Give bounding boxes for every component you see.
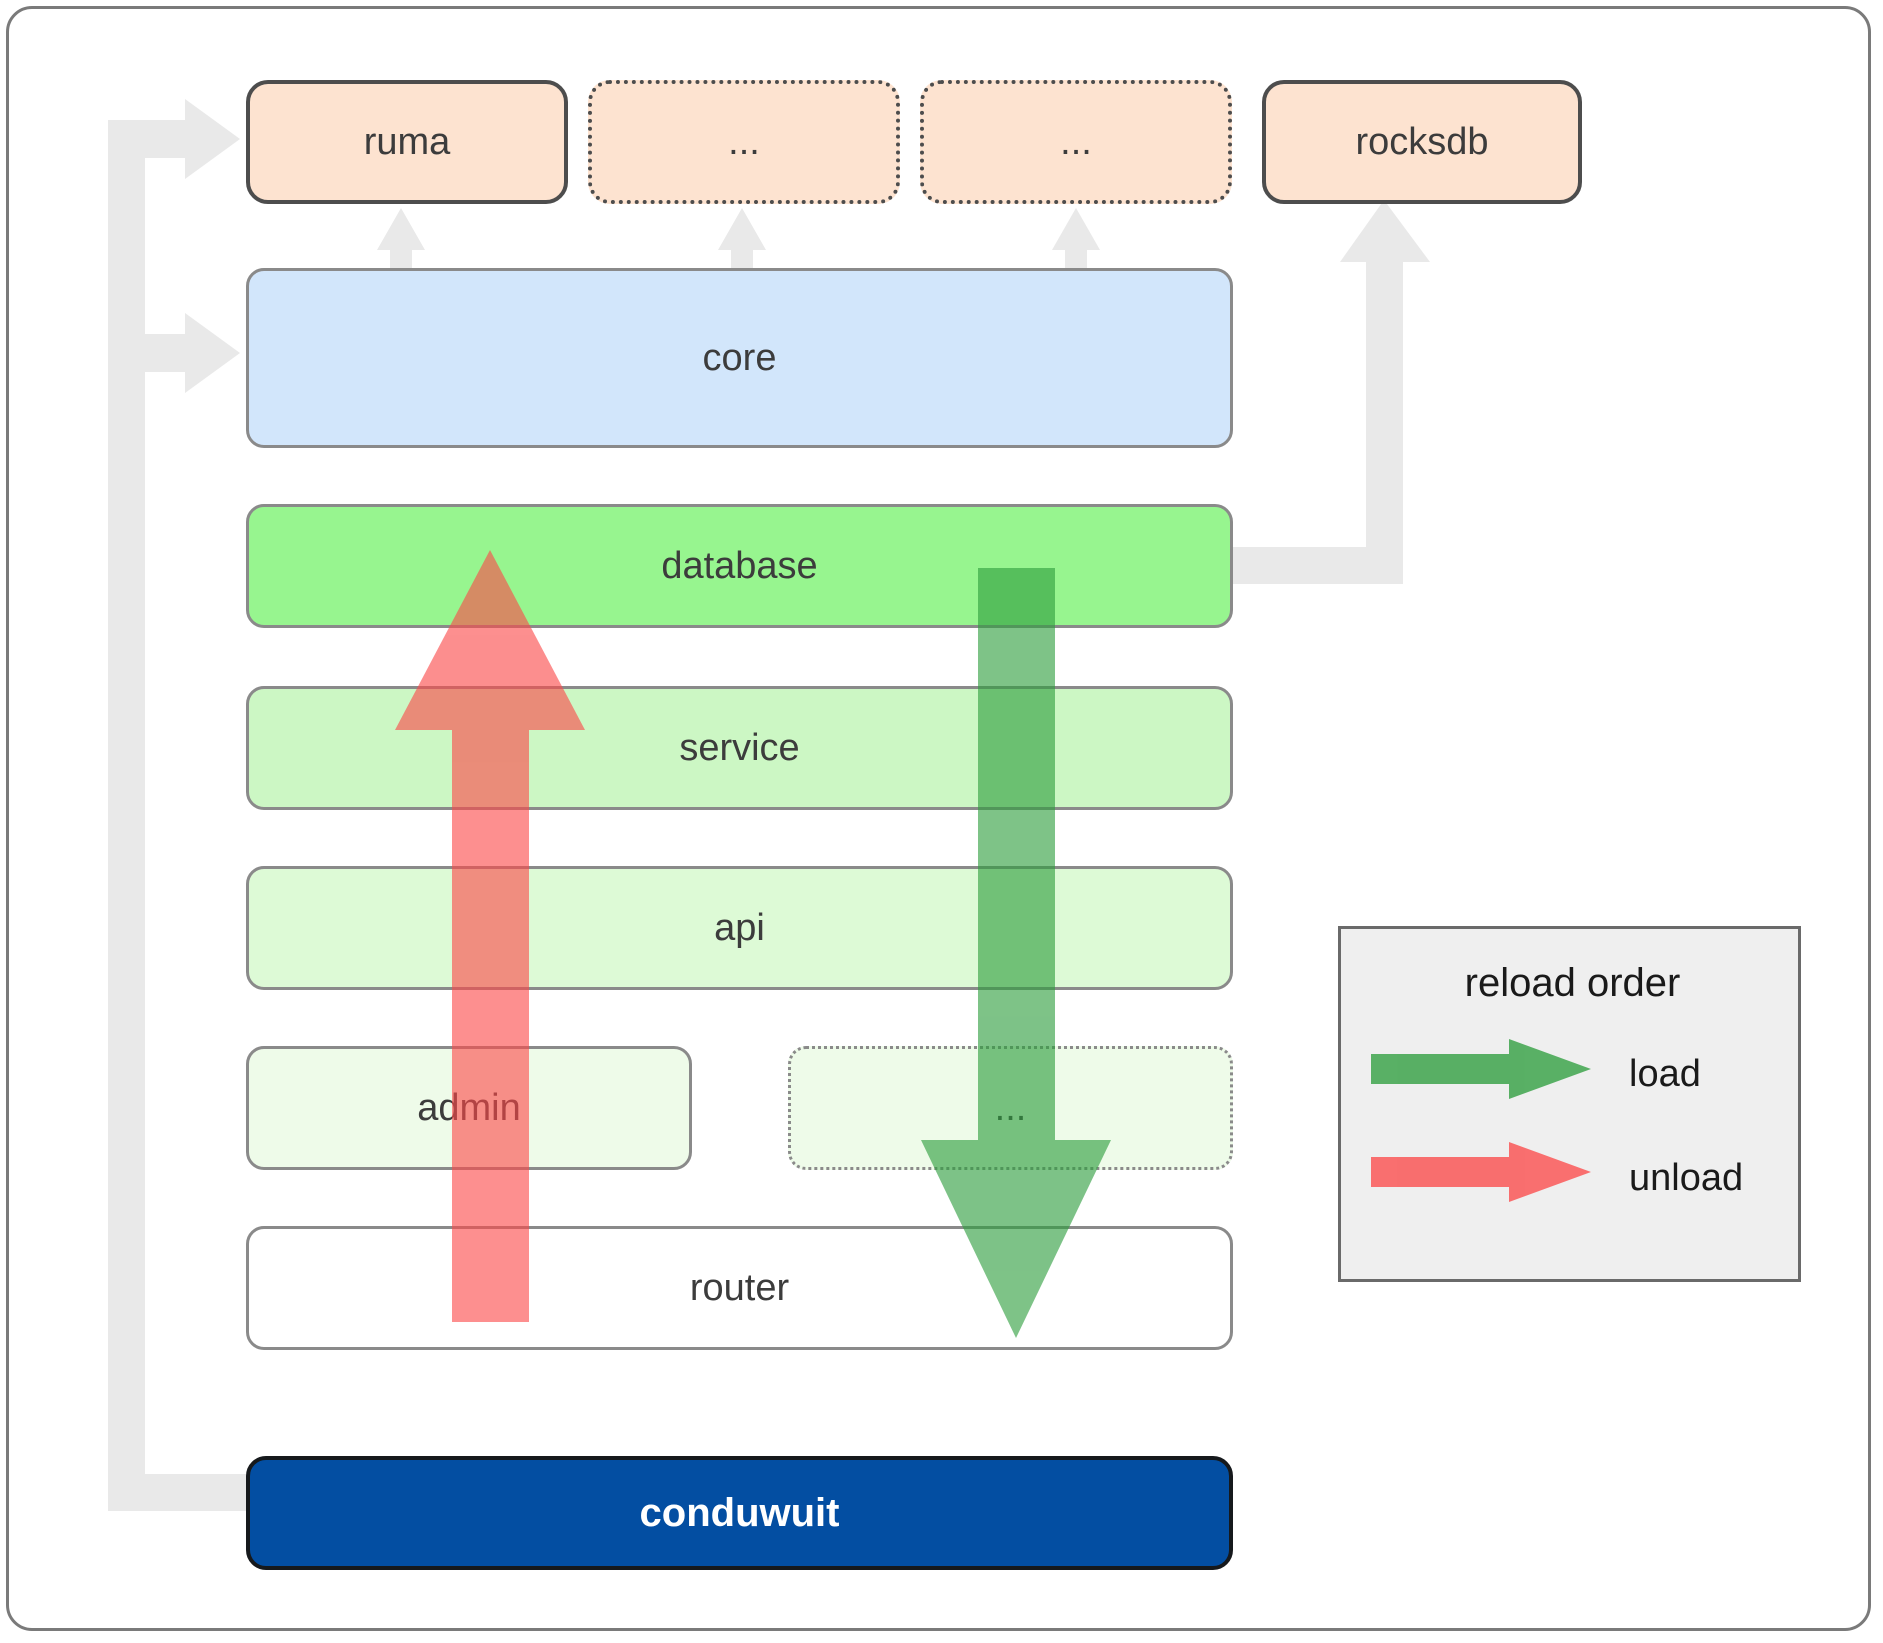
legend-load-arrow [1371,1039,1591,1099]
layer-box-database[interactable]: database [246,504,1233,628]
layer-label-api: api [714,906,765,949]
dependency-box-rocksdb[interactable]: rocksdb [1262,80,1582,204]
layer-label-admin: admin [417,1086,521,1129]
core-label: core [702,336,777,379]
dependency-label-ruma: ruma [363,120,451,163]
layer-box-service[interactable]: service [246,686,1233,810]
legend-title: reload order [1464,961,1681,1005]
layer-label-router: router [689,1266,790,1309]
dependency-label-rocksdb: rocksdb [1355,120,1489,163]
legend-panel: reload order load unload [1338,926,1801,1282]
layer-label-service: service [679,726,800,769]
root-box-conduwuit[interactable]: conduwuit [246,1456,1233,1570]
layer-box-router[interactable]: router [246,1226,1233,1350]
core-box[interactable]: core [246,268,1233,448]
legend-unload-arrow [1371,1142,1591,1202]
dependency-box-dots-2[interactable]: ... [920,80,1232,204]
dependency-label-dots-1: ... [728,120,760,163]
dependency-box-dots-1[interactable]: ... [588,80,900,204]
legend-label-load: load [1629,1053,1701,1095]
layer-box-split-dots[interactable]: ... [788,1046,1233,1170]
root-label-conduwuit: conduwuit [639,1490,840,1535]
legend-label-unload: unload [1629,1157,1744,1199]
dependency-label-dots-2: ... [1060,120,1092,163]
layer-label-database: database [661,544,818,587]
layer-box-api[interactable]: api [246,866,1233,990]
layer-box-admin[interactable]: admin [246,1046,692,1170]
diagram-frame [6,6,1871,1631]
layer-label-split-dots: ... [994,1086,1027,1129]
dependency-box-ruma[interactable]: ruma [246,80,568,204]
